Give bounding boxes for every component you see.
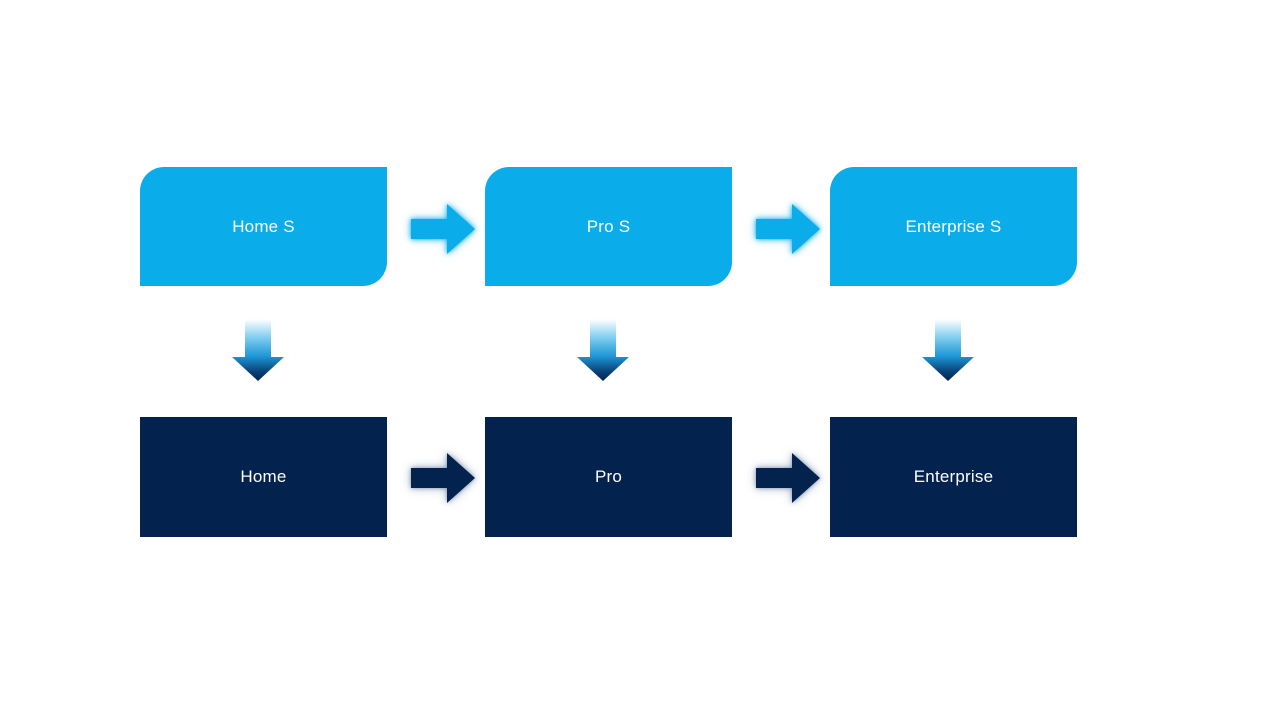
node-pro-s-label: Pro S (586, 216, 631, 236)
right-arrow-icon (756, 204, 820, 254)
right-arrow-icon (411, 204, 475, 254)
down-arrow-icon (922, 319, 974, 381)
node-home-s-label: Home S (232, 216, 295, 236)
node-home-s: Home S (140, 167, 387, 286)
node-enterprise-s-label: Enterprise S (905, 216, 1002, 236)
node-enterprise-label: Enterprise (913, 467, 994, 486)
node-home: Home (140, 417, 387, 537)
down-arrow-icon (232, 319, 284, 381)
right-arrow-icon (411, 453, 475, 503)
down-arrow-icon (577, 319, 629, 381)
node-pro-s: Pro S (485, 167, 732, 286)
node-enterprise: Enterprise (830, 417, 1077, 537)
node-home-label: Home (240, 467, 287, 486)
right-arrow-icon (756, 453, 820, 503)
node-enterprise-s: Enterprise S (830, 167, 1077, 286)
node-pro-label: Pro (594, 467, 623, 486)
node-pro: Pro (485, 417, 732, 537)
